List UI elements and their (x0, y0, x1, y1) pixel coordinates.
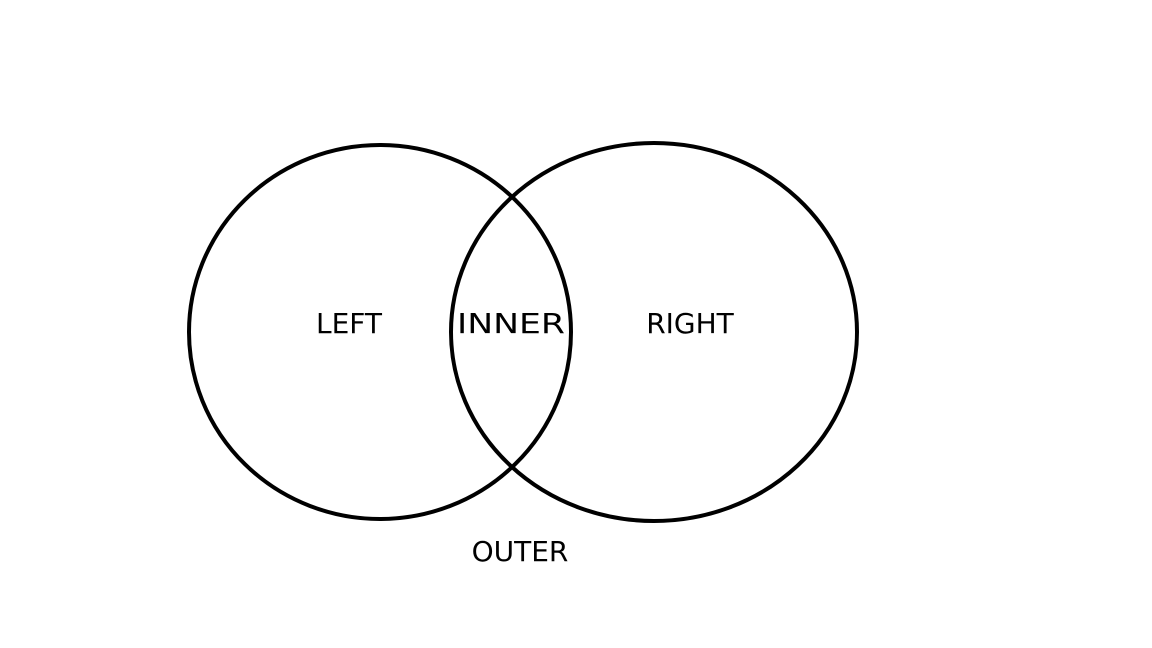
left-circle (187, 143, 573, 521)
label-inner: INNER (457, 307, 565, 340)
label-left: LEFT (316, 307, 383, 340)
label-outer: OUTER (472, 535, 569, 568)
right-circle (449, 141, 859, 523)
label-right: RIGHT (646, 307, 734, 340)
